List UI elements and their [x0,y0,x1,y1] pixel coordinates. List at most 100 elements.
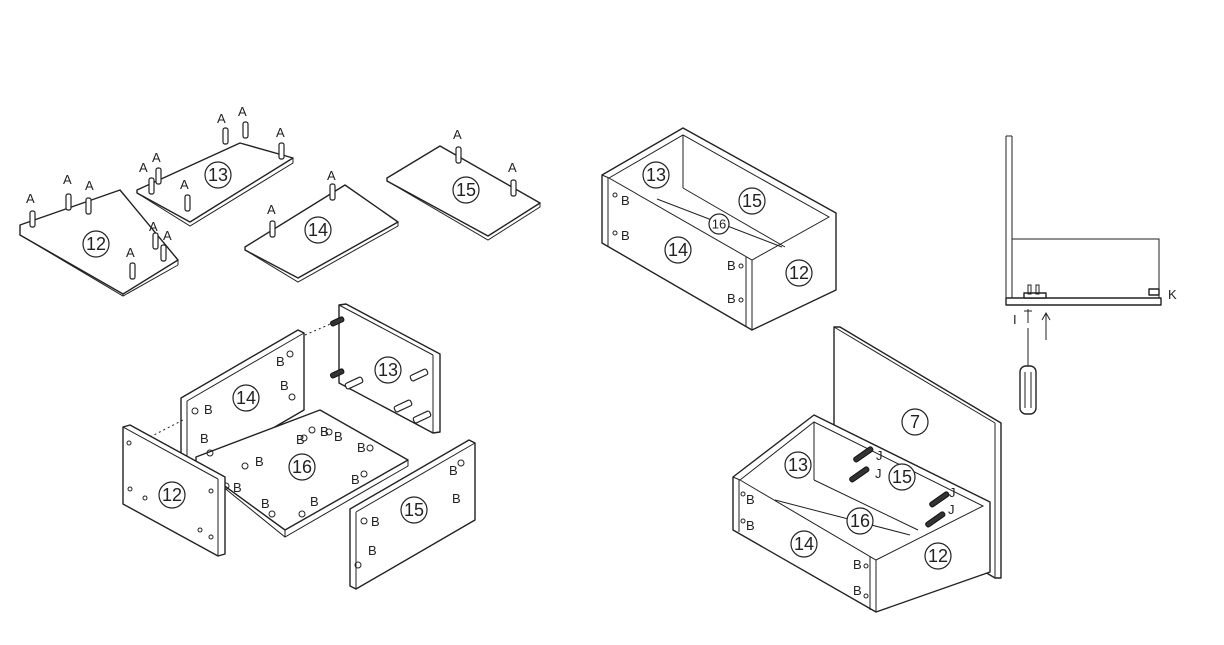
part-number-15: 15 [404,500,424,520]
cam-label-B: B [746,492,755,507]
dowel: A [85,178,94,215]
panel-14-flat: 14 [244,184,399,283]
screws-j [849,446,950,528]
dowel-label-A: A [149,219,158,234]
cam-label-B: B [621,193,630,208]
cam-label-B: B [853,583,862,598]
dowel: A [217,111,229,145]
part-number-12: 12 [86,234,106,254]
part-number-15: 15 [742,191,762,211]
cam-label-B: B [746,518,755,533]
assembly-guide-line [149,419,184,438]
drawer-bottom-section [1005,297,1162,306]
dowel: A [152,150,162,185]
dowel-label-A: A [238,104,247,119]
dowel: A [149,219,159,250]
part-number-16: 16 [712,217,726,232]
cam-label-B: B [449,463,458,478]
part-number-12: 12 [928,546,948,566]
part-number-16: 16 [292,457,312,477]
cam-label-B: B [255,454,264,469]
dowel: A [160,228,172,262]
screw-label-J: J [948,502,955,517]
step-side-view-clip: K I [1005,135,1177,415]
dowel: A [180,177,191,212]
step-panels-with-dowels: 12 13 14 15 A A A A A [19,104,541,297]
assembly-guide-line [304,321,336,336]
cam-label-B: B [727,258,736,273]
part-number-circle [82,230,110,258]
dowel-label-A: A [26,191,35,206]
part-number-15: 15 [892,467,912,487]
part-number-13: 13 [788,455,808,475]
panel-12-upright: 12 [122,424,226,557]
dowel: A [126,245,136,280]
panel-12-flat: 12 [19,189,179,297]
screwdriver-icon [1019,328,1037,415]
dowel: A [267,202,276,238]
screw-i [1024,309,1032,323]
dowel-label-A: A [180,177,189,192]
cam-label-B: B [727,291,736,306]
screw-label-J: J [875,466,882,481]
part-number-13: 13 [646,165,666,185]
dowel: A [238,104,249,139]
cam-label-B: B [310,494,319,509]
dowel: A [139,160,155,195]
part-number-14: 14 [236,388,256,408]
dowel-label-A: A [327,168,336,183]
panel-13-upright: 13 [329,303,441,434]
dowel: A [453,127,462,164]
dowel: A [63,172,72,211]
screw-label-J: J [949,485,956,500]
dowel-label-A: A [163,228,172,243]
dowels-A: A A A A A A A A A A A A A A A A [26,104,517,280]
part-number-14: 14 [308,220,328,240]
part-number-16: 16 [850,511,870,531]
dowel-label-A: A [508,160,517,175]
cam-label-B: B [853,557,862,572]
dowel: A [327,168,336,201]
screw-label-I: I [1013,312,1017,327]
cam-label-B: B [351,472,360,487]
part-number-7: 7 [910,412,920,432]
dowel-label-A: A [152,150,161,165]
cam-label-B: B [452,491,461,506]
clip-label-K: K [1168,287,1177,302]
cam-label-B: B [233,480,242,495]
dowel-label-A: A [85,178,94,193]
cam-label-B: B [276,354,285,369]
part-number-13: 13 [208,165,228,185]
screw-label-J: J [876,448,883,463]
cam-label-B: B [200,431,209,446]
cam-label-B: B [280,378,289,393]
dowel-label-A: A [63,172,72,187]
cam-label-B: B [261,496,270,511]
panel-15-upright: 15 B B B B [349,439,476,590]
dowel-label-A: A [139,160,148,175]
dowel: A [26,191,36,228]
cam-label-B: B [621,228,630,243]
dowel: A [508,160,517,197]
cam-label-B: B [357,440,366,455]
cam-label-B: B [371,514,380,529]
part-number-12: 12 [162,485,182,505]
arrow-up-icon [1041,311,1051,340]
step-exploded-drawer: 13 14 B B B B [122,303,476,590]
dowel-label-A: A [267,202,276,217]
cam-label-B: B [204,402,213,417]
dowel-label-A: A [453,127,462,142]
dowel: A [276,125,285,160]
part-number-14: 14 [794,534,814,554]
cam-label-B: B [368,543,377,558]
part-number-15: 15 [456,180,476,200]
part-number-14: 14 [668,240,688,260]
step-attach-drawer-front: 7 13 15 16 14 12 J J J J B B B B [732,326,1002,613]
part-number-12: 12 [789,263,809,283]
clip-bracket [1023,292,1047,299]
dowel-label-A: A [126,245,135,260]
step-assembled-box: 13 15 16 14 12 B B B B [601,127,837,331]
cam-label-B: B [296,432,305,447]
